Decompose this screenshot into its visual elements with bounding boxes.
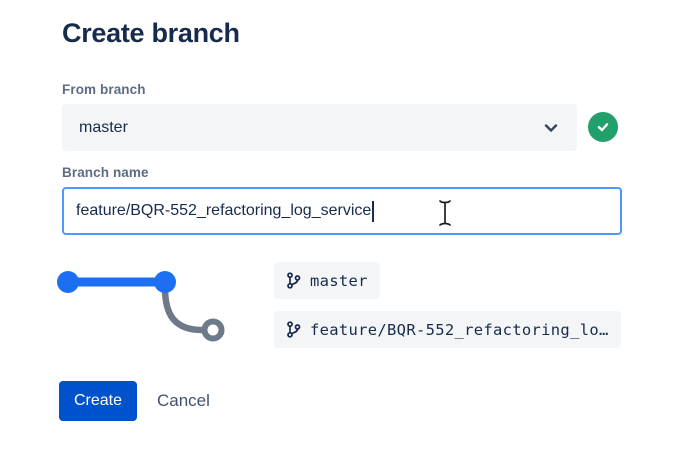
- branch-name-label: Branch name: [62, 165, 149, 180]
- from-branch-selected-value: master: [79, 118, 128, 136]
- page-title: Create branch: [62, 18, 240, 48]
- check-circle-icon: [588, 112, 618, 142]
- git-branch-icon: [286, 272, 301, 289]
- new-branch-chip: feature/BQR-552_refactoring_lo…: [274, 311, 621, 348]
- source-branch-chip: master: [274, 262, 380, 299]
- branch-name-input[interactable]: feature/BQR-552_refactoring_log_service: [62, 187, 622, 235]
- branch-chip-list: master feature/BQR-552_refactoring_lo…: [274, 262, 621, 348]
- cancel-button[interactable]: Cancel: [157, 391, 210, 410]
- text-caret: [372, 200, 374, 222]
- from-branch-label: From branch: [62, 82, 146, 97]
- chevron-down-icon: [542, 119, 560, 137]
- source-branch-chip-label: master: [310, 271, 368, 290]
- branch-graph-illustration: [57, 271, 225, 342]
- new-branch-node: [201, 318, 225, 342]
- from-branch-select[interactable]: master: [62, 104, 577, 151]
- commit-node: [57, 271, 79, 293]
- branch-name-value: feature/BQR-552_refactoring_log_service: [76, 202, 372, 219]
- commit-node: [154, 271, 176, 293]
- new-branch-chip-label: feature/BQR-552_refactoring_lo…: [310, 320, 609, 339]
- create-button[interactable]: Create: [59, 381, 138, 421]
- git-branch-icon: [286, 321, 301, 338]
